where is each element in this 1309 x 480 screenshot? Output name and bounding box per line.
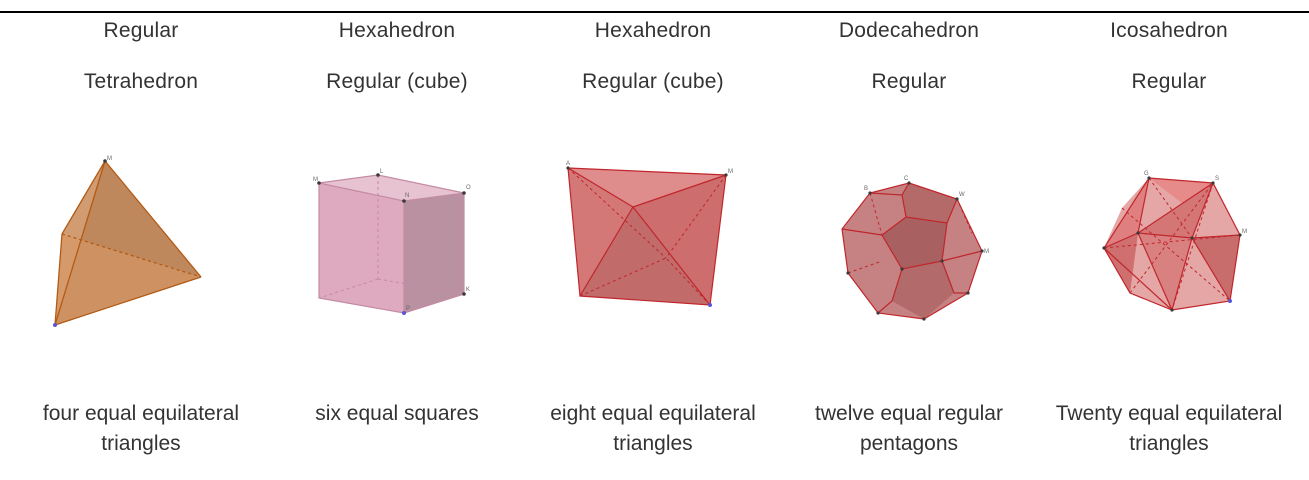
solid-title-line1: Dodecahedron [838, 19, 980, 42]
vertex-label: L [380, 169, 384, 175]
solid-title-line2: Regular [1131, 70, 1207, 93]
solid-description: Twenty equal equilateral triangles [1055, 402, 1283, 455]
solid-column-icosahedron: Icosahedron Regular [1042, 13, 1296, 480]
vertex-label: S [1215, 176, 1219, 182]
tetrahedron-figure: M [14, 123, 268, 343]
solid-description: twelve equal regular pentagons [815, 402, 1003, 455]
solid-title-line2: Regular (cube) [326, 70, 468, 93]
vertex-label: A [566, 161, 570, 167]
solid-title-line1: Regular [103, 19, 179, 42]
vertex-label: M [984, 249, 989, 255]
vertex-label: M [1242, 229, 1247, 235]
vertex-label: O [466, 185, 471, 191]
solid-title-line1: Hexahedron [338, 19, 456, 42]
solid-column-octahedron: Hexahedron Regular (cube) A M eight equa… [526, 13, 780, 480]
vertex-label: M [107, 156, 112, 162]
solid-description: eight equal equilateral triangles [550, 402, 756, 455]
solid-title-line2: Regular (cube) [582, 70, 724, 93]
octahedron-figure: A M [526, 123, 780, 343]
vertex-label: B [864, 186, 868, 192]
icosahedron-figure: G S M [1042, 123, 1296, 343]
solid-column-cube: Hexahedron Regular (cube) L M N O P K s [270, 13, 524, 480]
solid-title-line2: Regular [871, 70, 947, 93]
solid-title-line1: Icosahedron [1110, 19, 1228, 42]
vertex-label: N [405, 193, 409, 199]
solid-column-tetrahedron: Regular Tetrahedron M four equal equilat… [14, 13, 268, 480]
vertex-label: M [313, 177, 318, 183]
solid-title-line1: Hexahedron [594, 19, 712, 42]
solid-column-dodecahedron: Dodecahedron Regular [782, 13, 1036, 480]
top-rule [0, 11, 1309, 13]
solid-description: four equal equilateral triangles [42, 402, 240, 455]
vertex-label: K [466, 287, 470, 293]
vertex-label: W [959, 192, 965, 198]
cube-figure: L M N O P K [270, 123, 524, 343]
vertex-label: M [728, 169, 733, 175]
vertex-label: C [904, 176, 909, 182]
vertex-label: G [1144, 171, 1149, 177]
solid-title-line2: Tetrahedron [83, 70, 199, 93]
vertex-label: P [406, 306, 410, 312]
dodecahedron-figure: C W B M [782, 123, 1036, 343]
solid-description: six equal squares [315, 402, 479, 425]
